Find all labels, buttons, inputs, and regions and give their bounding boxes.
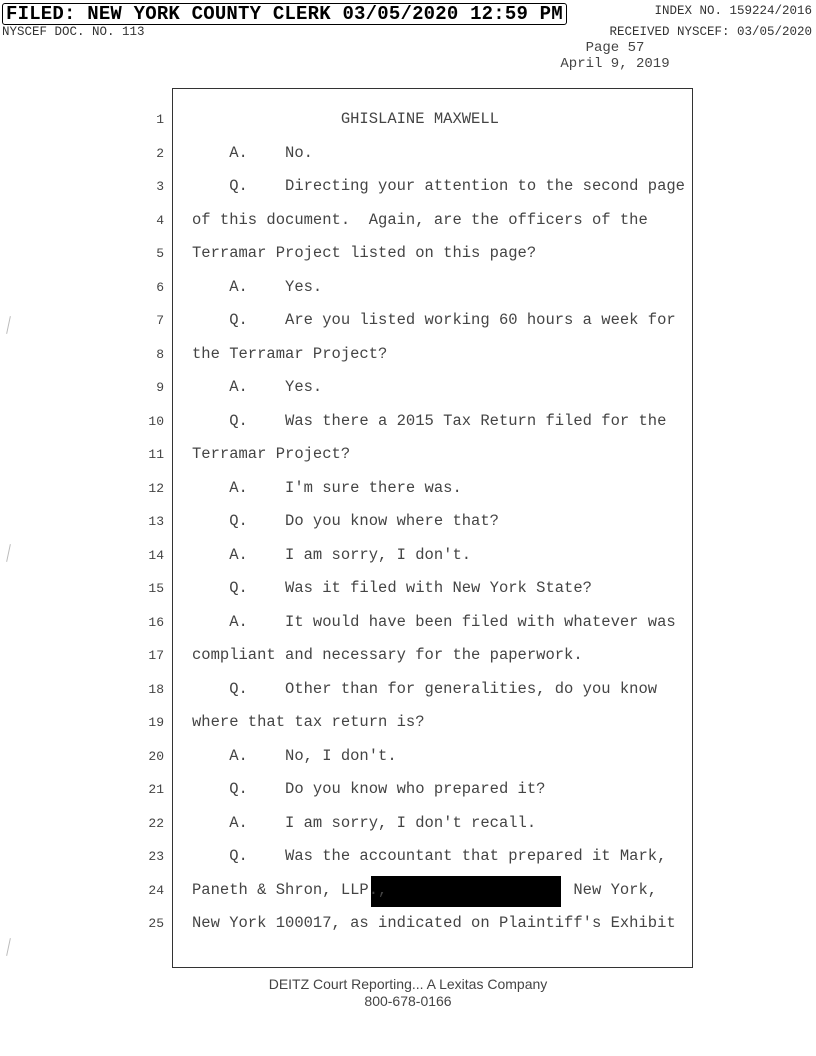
transcript-line: New York 100017, as indicated on Plainti… <box>192 914 676 932</box>
transcript-line: A. No. <box>192 143 313 162</box>
scan-mark <box>6 316 11 334</box>
transcript-line: Paneth & Shron, LLP., New York, <box>192 880 658 899</box>
transcript-frame <box>172 88 693 968</box>
transcript-line: A. I am sorry, I don't. <box>192 545 472 564</box>
scan-mark <box>6 938 11 956</box>
line-number: 21 <box>148 782 164 797</box>
filed-stamp: FILED: NEW YORK COUNTY CLERK 03/05/2020 … <box>2 3 567 25</box>
transcript-line: Q. Do you know who prepared it? <box>192 780 546 798</box>
deposition-date: April 9, 2019 <box>560 56 670 72</box>
scan-mark <box>6 544 11 562</box>
transcript-line: Q. Was the accountant that prepared it M… <box>192 847 667 865</box>
received-date: RECEIVED NYSCEF: 03/05/2020 <box>609 25 812 39</box>
page-number: Page 57 <box>585 40 645 56</box>
line-number: 20 <box>148 748 164 764</box>
transcript-line: Q. Was it filed with New York State? <box>192 579 592 597</box>
transcript-line: A. No, I don't. <box>192 746 397 765</box>
nyscef-doc-number: NYSCEF DOC. NO. 113 <box>2 25 145 39</box>
line-number: 25 <box>148 916 164 931</box>
line-number: 7 <box>156 313 164 328</box>
redaction-box <box>371 876 561 907</box>
footer-company: DEITZ Court Reporting... A Lexitas Compa… <box>268 976 548 992</box>
line-number: 19 <box>148 715 164 730</box>
line-number: 15 <box>148 581 164 596</box>
line-number: 1 <box>156 112 164 127</box>
index-number: INDEX NO. 159224/2016 <box>654 4 812 18</box>
transcript-line: GHISLAINE MAXWELL <box>192 110 499 128</box>
line-number: 8 <box>156 346 164 362</box>
line-number: 12 <box>148 480 164 496</box>
line-number: 6 <box>156 279 164 295</box>
transcript-line: Terramar Project? <box>192 445 351 463</box>
transcript-line: Q. Other than for generalities, do you k… <box>192 679 658 698</box>
transcript-line: Terramar Project listed on this page? <box>192 244 537 262</box>
transcript-line: Q. Was there a 2015 Tax Return filed for… <box>192 411 667 430</box>
transcript-line: A. I'm sure there was. <box>192 478 462 497</box>
line-number: 23 <box>148 849 164 864</box>
transcript-line: A. I am sorry, I don't recall. <box>192 813 537 832</box>
footer-phone: 800-678-0166 <box>364 993 452 1009</box>
transcript-line: compliant and necessary for the paperwor… <box>192 646 583 664</box>
line-number: 4 <box>156 212 164 228</box>
transcript-line: of this document. Again, are the officer… <box>192 210 648 229</box>
line-number: 17 <box>148 648 164 663</box>
line-number: 16 <box>148 614 164 630</box>
line-number: 10 <box>148 413 164 429</box>
transcript-line: where that tax return is? <box>192 713 425 731</box>
transcript-line: A. Yes. <box>192 277 323 296</box>
transcript-line: the Terramar Project? <box>192 344 388 363</box>
line-number: 3 <box>156 179 164 194</box>
line-number: 14 <box>148 547 164 563</box>
transcript-line: Q. Directing your attention to the secon… <box>192 177 685 195</box>
transcript-line: A. Yes. <box>192 378 323 396</box>
line-number: 5 <box>156 246 164 261</box>
line-number: 22 <box>148 815 164 831</box>
line-number: 18 <box>148 681 164 697</box>
line-number: 2 <box>156 145 164 161</box>
line-number: 13 <box>148 514 164 529</box>
line-number: 11 <box>148 447 164 462</box>
transcript-line: Q. Do you know where that? <box>192 512 499 530</box>
transcript-line: A. It would have been filed with whateve… <box>192 612 676 631</box>
line-number: 24 <box>148 882 164 898</box>
transcript-line: Q. Are you listed working 60 hours a wee… <box>192 311 676 329</box>
line-number: 9 <box>156 380 164 395</box>
